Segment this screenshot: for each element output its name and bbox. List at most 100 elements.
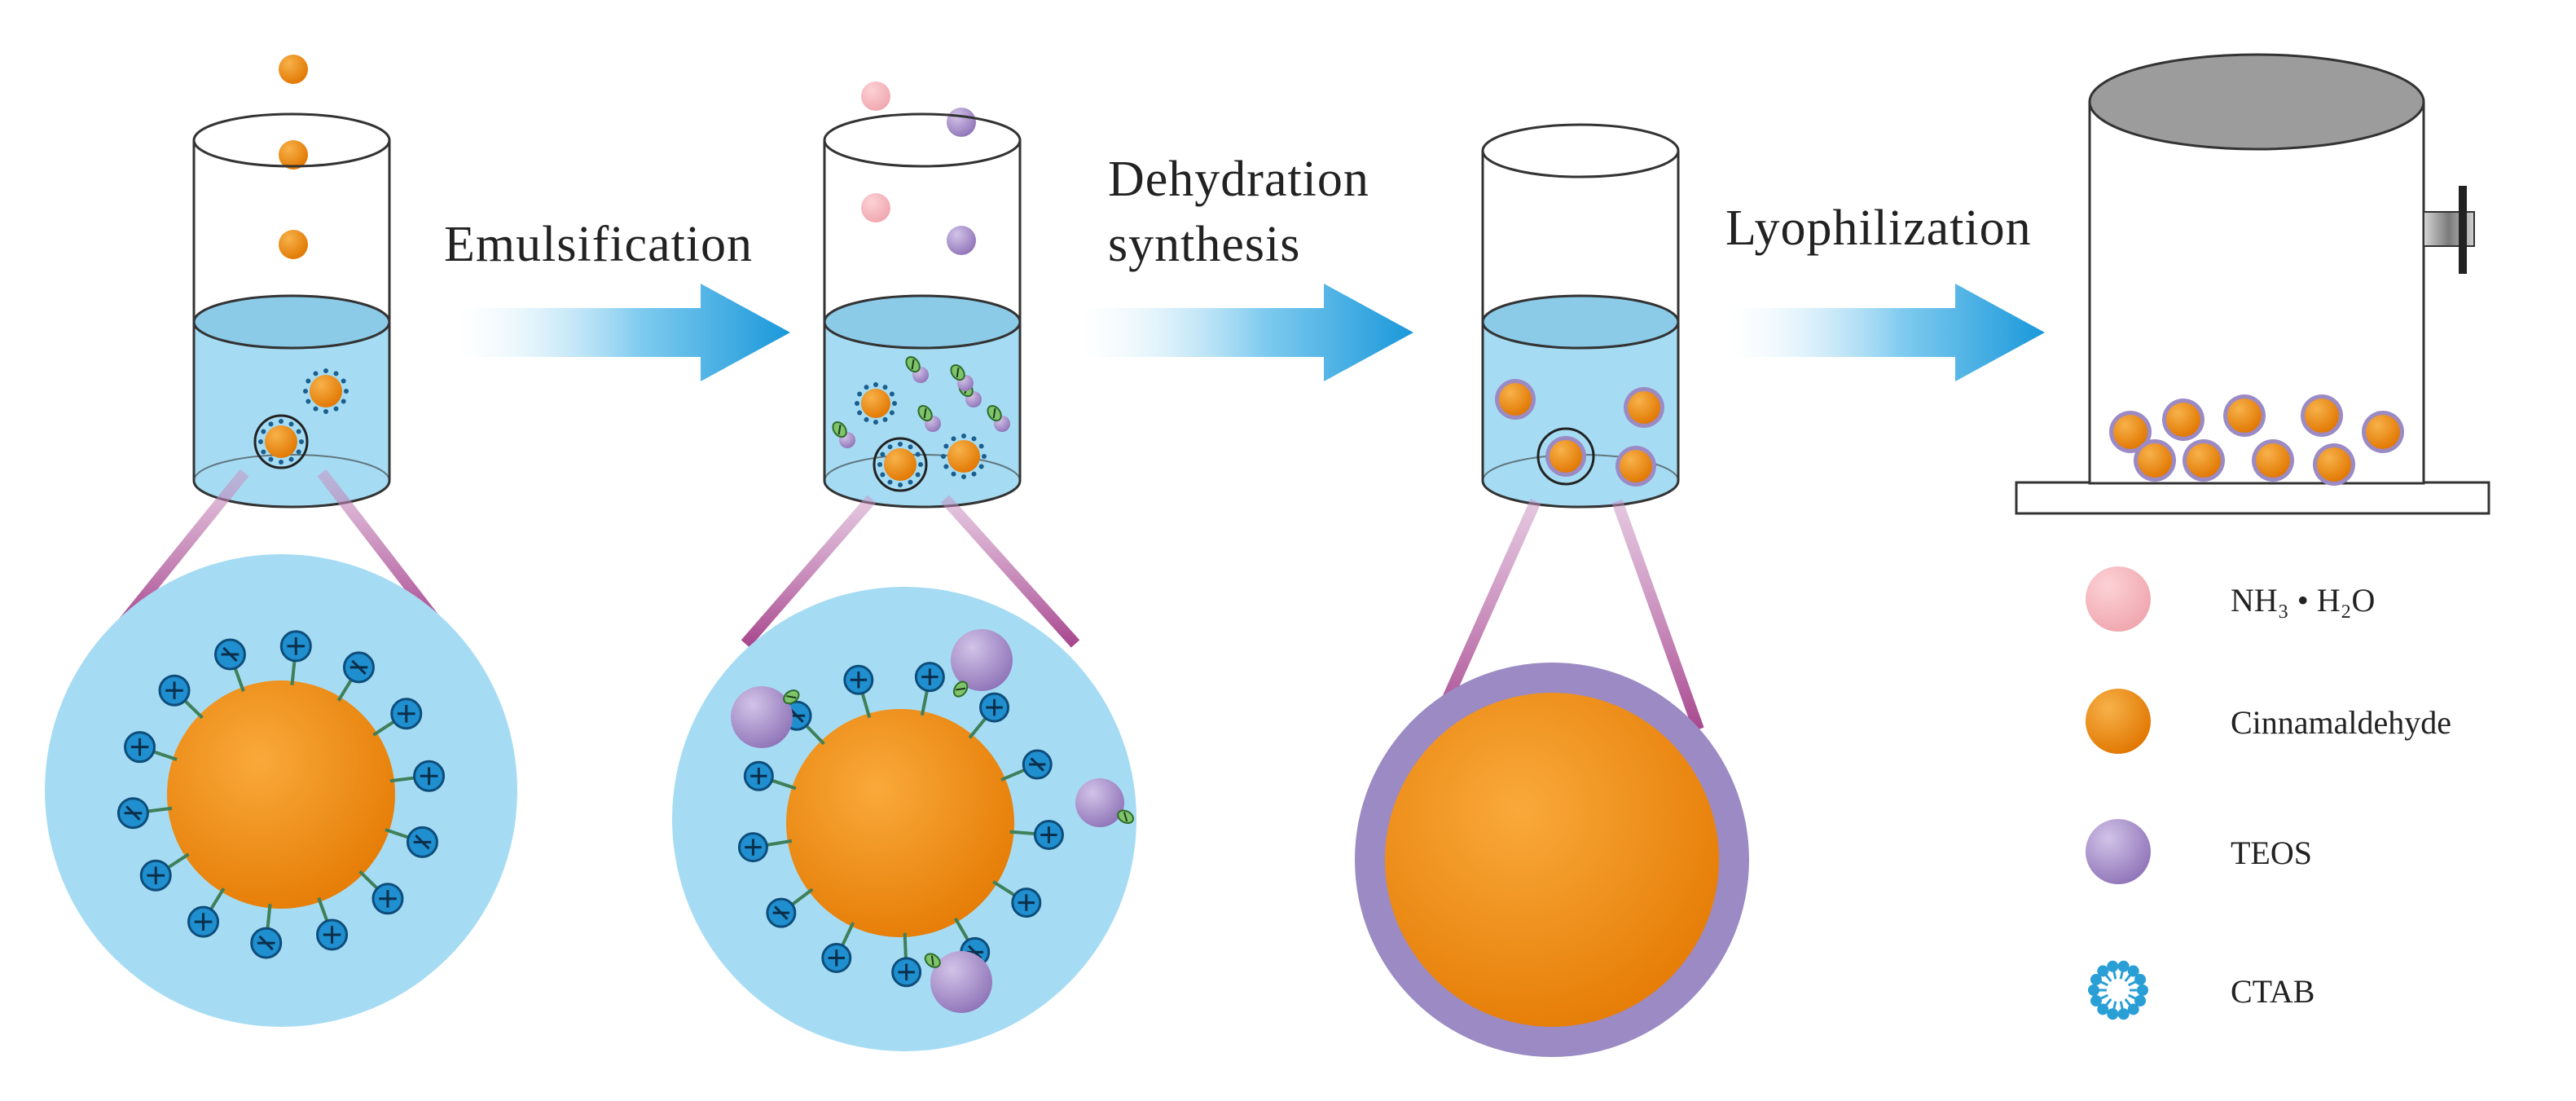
ctab-molecule [1000,749,1053,782]
arrow-lyophilization [1727,284,2045,381]
mini-emulsion-droplet [947,440,980,473]
ctab-dot [333,371,339,377]
mini-emulsion-droplet [310,375,342,407]
ctab-dot [887,479,893,485]
legend-label-teos: TEOS [2231,835,2312,871]
ctab-dot [908,479,913,485]
ctab-dot [261,429,266,434]
mini-emulsion-droplet [861,389,890,418]
ctab-dot [261,449,266,455]
ctab-dot [288,456,294,462]
ctab-dot [908,444,913,450]
ctab-molecule [187,887,226,938]
ctab-molecule [843,664,874,718]
dryer-lid [2088,53,2425,151]
ctab-molecule [992,880,1042,918]
ctab-dot [982,454,987,459]
teos-molecule [832,421,855,448]
ctab-dot [943,443,949,449]
ctab-dot [898,442,903,447]
ctab-molecule [385,826,438,858]
ctab-micelle-icon [2088,960,2148,1020]
falling-droplet [279,55,308,84]
ctab-dot [873,382,878,387]
ctab-dot [341,399,346,404]
ctab-molecule [116,797,173,830]
magnify-marker [873,437,928,492]
magnify-marker [253,414,309,469]
ctab-dot [268,456,274,462]
ctab-dot [882,385,888,390]
ctab-molecule [1009,819,1064,850]
ctab-dot [313,371,319,377]
ctab-molecule [250,904,283,959]
legend-label-ctab: CTAB [2231,973,2314,1010]
ctab-dot [880,451,886,457]
ctab-dot [887,444,893,450]
ctab-dot [892,401,897,406]
ctab-dot [306,399,311,404]
label-emulsification: Emulsification [444,217,753,272]
ctab-dot [915,472,921,478]
ctab-molecule [743,760,797,791]
pink-ammonia-sphere-icon [2086,566,2151,632]
teos-molecule [905,355,929,383]
zoom-view-teos-coating [672,587,1136,1051]
ctab-dot [296,429,301,434]
legend: NH₃ • H₂O Cinnamaldehyde TEOS CTAB [2086,566,2451,1020]
ctab-dot [978,464,984,469]
ctab-dot [268,421,274,427]
ctab-dot [961,474,966,479]
ctab-molecule [158,674,204,720]
ctab-dot [898,482,903,487]
teos-molecule [950,363,974,391]
teos-molecule [951,629,1013,698]
ctab-molecule [766,887,814,928]
ctab-dot [303,389,308,394]
mini-emulsion-droplet [265,425,297,458]
ctab-dot [918,462,923,467]
teos-droplet [947,226,976,255]
ctab-dot [961,434,966,438]
teos-molecule [987,404,1010,432]
ctab-dot [288,421,294,427]
ctab-molecule [139,852,190,892]
ctab-dot [880,472,886,478]
teos-molecule [731,686,800,748]
ctab-molecule [737,832,793,863]
cinnamaldehyde-core [1385,693,1719,1027]
ctab-molecule [279,630,312,685]
ctab-molecule [336,651,375,702]
ctab-dot [855,401,859,406]
ctab-dot [971,471,977,477]
ctab-molecule [372,698,423,737]
ctab-molecule [316,897,349,951]
ctab-molecule [914,662,945,716]
beaker-2 [823,81,1022,509]
zoom-connector [1611,499,1704,732]
ctab-dot [889,410,895,416]
orange-cinnamaldehyde-sphere-icon [2086,689,2151,754]
beaker-1 [192,55,391,509]
zoom-connector [940,495,1080,648]
zoom-view-microcapsule [1355,663,1749,1057]
zoom-view-emulsion [45,554,517,1027]
ctab-dot [864,385,869,390]
ctab-dot [864,416,869,422]
ctab-dot [915,451,921,457]
cinnamaldehyde-droplet [786,709,1014,937]
magnify-marker [1536,427,1595,486]
ctab-dot [889,391,895,397]
ctab-dot [877,462,882,467]
ctab-dot [279,419,284,424]
legend-label-ammonia: NH₃ • H₂O [2231,582,2375,619]
ctab-dot [943,464,949,469]
ctab-molecule [389,760,446,792]
teos-molecule [924,951,992,1013]
label-dehydration-line1: Dehydration [1108,152,1369,207]
ctab-dot [279,460,284,465]
ctab-dot [323,368,328,373]
ctab-dot [299,439,304,444]
